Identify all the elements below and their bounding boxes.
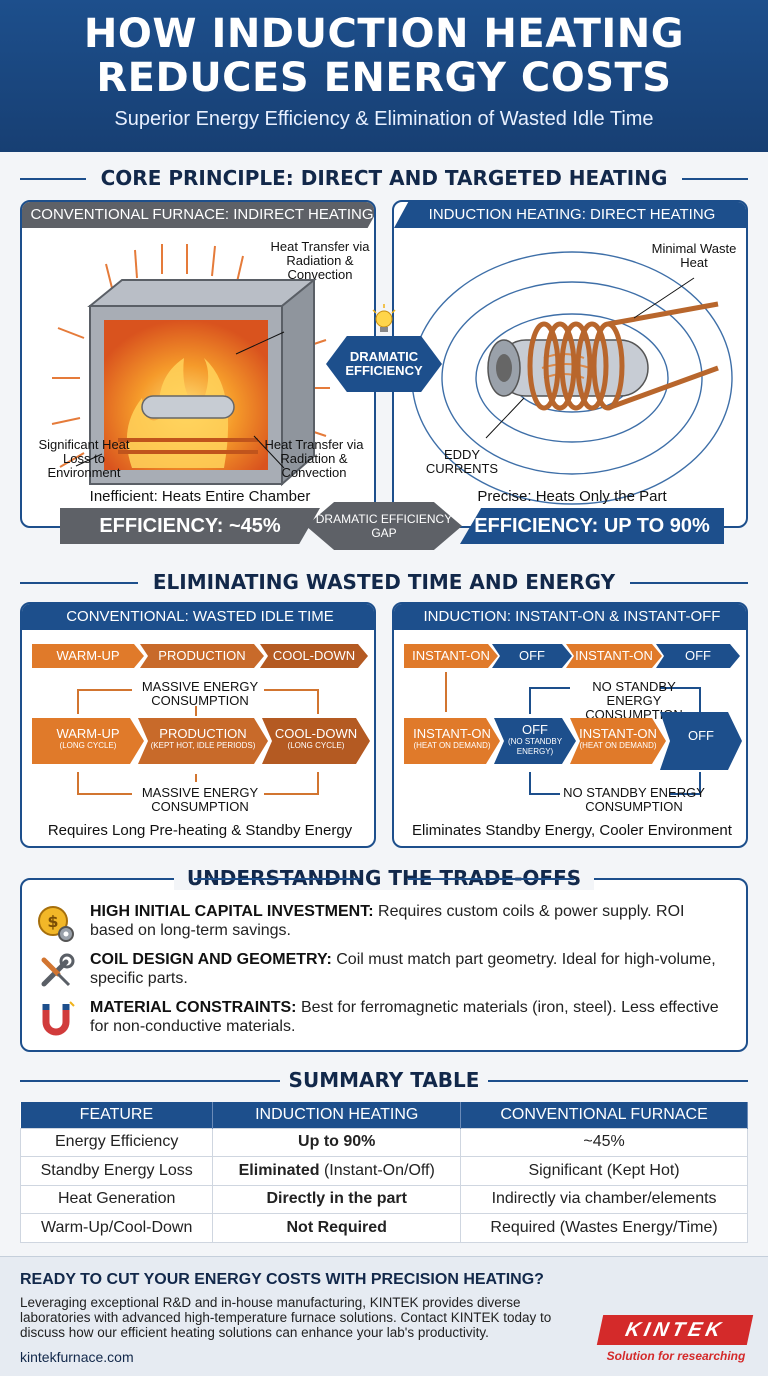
page-footer: READY TO CUT YOUR ENERGY COSTS WITH PREC…: [0, 1256, 768, 1376]
core-section-title: CORE PRINCIPLE: DIRECT AND TARGETED HEAT…: [0, 166, 768, 190]
cell-conventional: Indirectly via chamber/elements: [460, 1184, 748, 1214]
page-subtitle: Superior Energy Efficiency & Elimination…: [114, 108, 654, 130]
tradeoff-item-coil-design: COIL DESIGN AND GEOMETRY: Coil must matc…: [36, 950, 736, 1000]
induction-coil-illustration: [411, 251, 733, 505]
cell-induction: Eliminated (Instant-On/Off): [212, 1156, 462, 1186]
header-induction: INDUCTION HEATING: [212, 1102, 462, 1128]
conventional-idle-panel: CONVENTIONAL: WASTED IDLE TIME WARM-UP P…: [20, 602, 376, 848]
footer-body: Leveraging exceptional R&D and in-house …: [20, 1295, 552, 1340]
left-top-cooldown: COOL-DOWN: [260, 644, 368, 668]
left-big-cooldown: COOL-DOWN(LONG CYCLE): [262, 718, 370, 764]
induction-instant-panel: INDUCTION: INSTANT-ON & INSTANT-OFF INST…: [392, 602, 748, 848]
wrench-screwdriver-icon: [41, 953, 75, 987]
heat-transfer-label-top: Heat Transfer via Radiation & Convection: [270, 239, 370, 282]
heat-transfer-label-bottom: Heat Transfer via Radiation & Convection: [264, 437, 364, 480]
tradeoff-item-material: MATERIAL CONSTRAINTS: Best for ferromagn…: [36, 998, 736, 1048]
lightbulb-icon: [372, 304, 396, 332]
induction-instant-caption: Eliminates Standby Energy, Cooler Enviro…: [412, 822, 732, 839]
instant-flow-arrows-icon: [445, 672, 701, 795]
tradeoff-item-investment: $ HIGH INITIAL CAPITAL INVESTMENT: Requi…: [36, 902, 736, 952]
cell-feature: Energy Efficiency: [19, 1127, 214, 1157]
cell-induction: Directly in the part: [212, 1184, 462, 1214]
conventional-furnace-tab: CONVENTIONAL FURNACE: INDIRECT HEATING: [22, 202, 374, 228]
eddy-currents-label: EDDY CURRENTS: [425, 447, 499, 476]
right-top-instant-on-2: INSTANT-ON: [566, 644, 662, 668]
right-big-off-2: OFF: [660, 712, 742, 770]
furnace-illustration: [51, 244, 330, 487]
cell-conventional: Significant (Kept Hot): [460, 1156, 748, 1186]
induction-efficiency-banner: EFFICIENCY: UP TO 90%: [460, 508, 724, 544]
efficiency-gap-arrow: DRAMATIC EFFICIENCY GAP: [306, 502, 462, 550]
kintek-logo[interactable]: KINTEK: [596, 1315, 754, 1345]
header-feature: FEATURE: [20, 1102, 214, 1128]
table-row: Energy Efficiency Up to 90% ~45%: [19, 1127, 748, 1157]
table-row: Warm-Up/Cool-Down Not Required Required …: [19, 1213, 748, 1243]
cell-feature: Warm-Up/Cool-Down: [19, 1213, 214, 1243]
table-row: Heat Generation Directly in the part Ind…: [19, 1184, 748, 1214]
left-massive-top: MASSIVE ENERGY CONSUMPTION: [141, 679, 259, 708]
footer-heading: READY TO CUT YOUR ENERGY COSTS WITH PREC…: [20, 1271, 544, 1288]
page-title-line2: REDUCES ENERGY COSTS: [96, 55, 672, 101]
svg-text:$: $: [47, 912, 58, 931]
right-no-standby-bottom: NO STANDBY ENERGY CONSUMPTION: [563, 785, 705, 814]
footer-url-link[interactable]: kintekfurnace.com: [20, 1349, 134, 1365]
summary-section-title: SUMMARY TABLE: [0, 1068, 768, 1092]
right-top-off-1: OFF: [492, 644, 572, 668]
cell-conventional: ~45%: [460, 1127, 748, 1157]
header-conventional: CONVENTIONAL FURNACE: [460, 1102, 748, 1128]
cell-induction: Up to 90%: [212, 1127, 462, 1157]
left-big-warmup: WARM-UP(LONG CYCLE): [32, 718, 144, 764]
dramatic-efficiency-arrow: DRAMATIC EFFICIENCY: [326, 336, 442, 392]
summary-header-row: FEATURE INDUCTION HEATING CONVENTIONAL F…: [20, 1102, 748, 1128]
page-title-line1: HOW INDUCTION HEATING: [83, 11, 685, 57]
cell-conventional: Required (Wastes Energy/Time): [460, 1213, 748, 1243]
right-top-instant-on-1: INSTANT-ON: [404, 644, 498, 668]
table-row: Standby Energy Loss Eliminated (Instant-…: [19, 1156, 748, 1186]
conventional-efficiency-banner: EFFICIENCY: ~45%: [60, 508, 320, 544]
induction-heating-tab: INDUCTION HEATING: DIRECT HEATING: [394, 202, 746, 228]
tradeoff-coil-design-text: COIL DESIGN AND GEOMETRY: Coil must matc…: [90, 951, 716, 987]
conventional-idle-tab: CONVENTIONAL: WASTED IDLE TIME: [22, 604, 374, 630]
cell-induction: Not Required: [212, 1213, 462, 1243]
minimal-waste-heat-label: Minimal Waste Heat: [651, 241, 737, 270]
cell-feature: Standby Energy Loss: [19, 1156, 214, 1186]
tradeoff-investment-text: HIGH INITIAL CAPITAL INVESTMENT: Require…: [90, 903, 685, 939]
conventional-furnace-panel: CONVENTIONAL FURNACE: INDIRECT HEATING H…: [20, 200, 376, 528]
coin-gear-icon: $: [38, 906, 74, 942]
induction-heating-panel: INDUCTION HEATING: DIRECT HEATING Minima…: [392, 200, 748, 528]
logo-tagline: Solution for researching: [606, 1349, 746, 1363]
conventional-idle-caption: Requires Long Pre-heating & Standby Ener…: [47, 822, 353, 839]
left-massive-bottom: MASSIVE ENERGY CONSUMPTION: [141, 785, 259, 814]
time-section-title: ELIMINATING WASTED TIME AND ENERGY: [0, 570, 768, 594]
energy-flow-arrows-icon: [77, 689, 319, 795]
right-big-instant-on-2: INSTANT-ON(HEAT ON DEMAND): [570, 718, 666, 764]
left-big-production: PRODUCTION(KEPT HOT, IDLE PERIODS): [138, 718, 268, 764]
tradeoffs-section-title: UNDERSTANDING THE TRADE-OFFS: [174, 866, 594, 890]
induction-caption: Precise: Heats Only the Part: [477, 488, 667, 505]
conventional-caption: Inefficient: Heats Entire Chamber: [89, 488, 311, 505]
cell-feature: Heat Generation: [19, 1184, 214, 1214]
summary-table: FEATURE INDUCTION HEATING CONVENTIONAL F…: [19, 1102, 748, 1243]
induction-instant-tab: INDUCTION: INSTANT-ON & INSTANT-OFF: [394, 604, 746, 630]
tradeoff-material-text: MATERIAL CONSTRAINTS: Best for ferromagn…: [90, 999, 719, 1035]
right-top-off-2: OFF: [656, 644, 740, 668]
right-big-instant-on-1: INSTANT-ON(HEAT ON DEMAND): [404, 718, 500, 764]
magnet-icon: [42, 1001, 75, 1036]
left-top-warmup: WARM-UP: [32, 644, 144, 668]
tradeoffs-panel: [20, 878, 748, 1052]
heat-loss-label: Significant Heat Loss to Environment: [38, 437, 130, 480]
page-header: HOW INDUCTION HEATING REDUCES ENERGY COS…: [0, 0, 768, 152]
left-top-production: PRODUCTION: [140, 644, 264, 668]
right-big-off-1: OFF(NO STANDBY ENERGY): [494, 718, 576, 764]
